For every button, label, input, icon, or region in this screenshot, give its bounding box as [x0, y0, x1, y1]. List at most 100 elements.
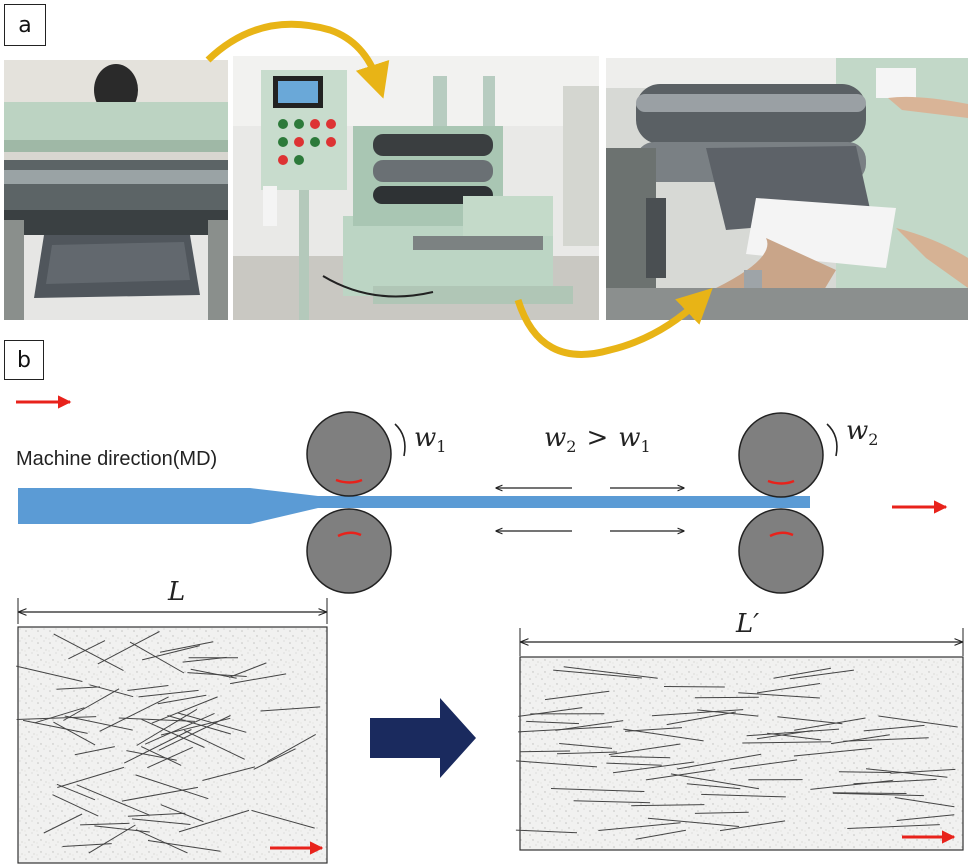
fiber — [606, 762, 662, 766]
fiber — [651, 709, 744, 717]
fiber — [793, 747, 872, 757]
fiber — [121, 786, 198, 802]
fiber — [890, 768, 956, 774]
fiber — [666, 711, 736, 726]
fiber — [894, 797, 955, 808]
fiber — [544, 690, 610, 701]
fiber — [190, 668, 237, 679]
roller-top-left — [306, 411, 392, 497]
fiber — [878, 715, 958, 728]
fiber — [123, 729, 192, 764]
rotation-arc-left — [394, 423, 406, 457]
fiber — [555, 720, 624, 731]
relation-left-sub: 2 — [566, 437, 576, 456]
rotation-mark-bl — [337, 531, 362, 538]
fiber — [57, 766, 125, 788]
fiber — [777, 716, 843, 725]
fiber — [129, 641, 185, 674]
fiber — [553, 669, 642, 679]
fiber — [847, 824, 940, 829]
fiber — [138, 689, 199, 698]
calendering-diagram: Machine direction(MD) w1 w2 w2>w1 L L′ — [16, 395, 964, 864]
fiber — [178, 809, 250, 833]
fiber — [89, 684, 134, 698]
fiber — [746, 728, 840, 737]
fiber — [144, 712, 215, 745]
fiber — [559, 743, 613, 749]
fiber — [526, 720, 580, 725]
fiber — [260, 706, 321, 712]
fiber — [563, 666, 658, 679]
length-after-label: L′ — [735, 609, 759, 639]
length-before-label: L — [167, 577, 185, 607]
fiber — [730, 759, 798, 770]
rotation-arc-right — [826, 423, 838, 457]
fiber — [183, 729, 245, 760]
fiber — [810, 780, 893, 790]
roller2-speed-symbol: w — [846, 416, 868, 446]
fiber — [63, 688, 120, 721]
fiber — [701, 793, 786, 798]
panel-a-label: a — [4, 4, 46, 46]
fiber — [267, 733, 316, 763]
fiber — [598, 822, 681, 831]
fiber — [43, 813, 83, 834]
fiber — [147, 840, 221, 852]
fiber — [127, 812, 186, 817]
fiber — [794, 717, 866, 731]
transform-arrow — [370, 698, 476, 778]
sheet-after — [519, 656, 964, 851]
sheet-before — [17, 626, 328, 864]
fiber — [118, 717, 195, 722]
photo-roll-machine — [233, 56, 599, 320]
sheet-material — [18, 488, 810, 524]
fiber — [16, 665, 83, 682]
fiber — [516, 760, 598, 768]
fiber — [843, 737, 929, 742]
fiber — [135, 774, 209, 800]
fiber — [832, 792, 924, 797]
random-fibers — [16, 631, 321, 854]
fiber — [556, 751, 618, 755]
fiber — [56, 686, 101, 690]
fiber — [202, 766, 256, 781]
fiber — [126, 750, 177, 761]
fiber — [159, 641, 214, 653]
svg-text:w1: w1 — [414, 423, 446, 456]
fiber — [177, 712, 247, 733]
fiber — [151, 696, 218, 724]
rotation-mark-tr — [767, 479, 795, 485]
fiber — [76, 784, 150, 816]
photo-fiber-web — [4, 60, 228, 320]
fiber — [251, 809, 315, 829]
rotation-mark-br — [769, 531, 794, 538]
fiber — [645, 769, 716, 781]
fiber — [141, 718, 205, 748]
fiber — [228, 662, 267, 678]
fiber — [519, 750, 571, 753]
fiber — [719, 820, 786, 832]
fiber — [167, 715, 232, 735]
fiber — [830, 734, 890, 745]
fiber — [623, 728, 704, 742]
fiber — [756, 683, 821, 694]
roller-bottom-right — [738, 508, 824, 594]
roller-top-right — [738, 412, 824, 498]
fiber — [515, 829, 578, 834]
curved-arrow-top — [205, 20, 390, 99]
relation-right: w — [618, 423, 640, 453]
fiber — [677, 753, 762, 770]
fiber — [16, 716, 97, 720]
fiber — [53, 633, 124, 672]
svg-text:w2>w1: w2>w1 — [544, 423, 651, 456]
curved-arrows-layer — [205, 20, 713, 358]
fiber — [631, 804, 705, 807]
fiber — [141, 645, 200, 661]
fiber — [686, 783, 741, 790]
fiber — [80, 822, 130, 826]
fiber — [896, 814, 955, 821]
rotation-mark-tl — [335, 478, 363, 484]
fiber — [863, 724, 925, 732]
fiber — [865, 768, 948, 778]
roller-bottom-left — [306, 508, 392, 594]
